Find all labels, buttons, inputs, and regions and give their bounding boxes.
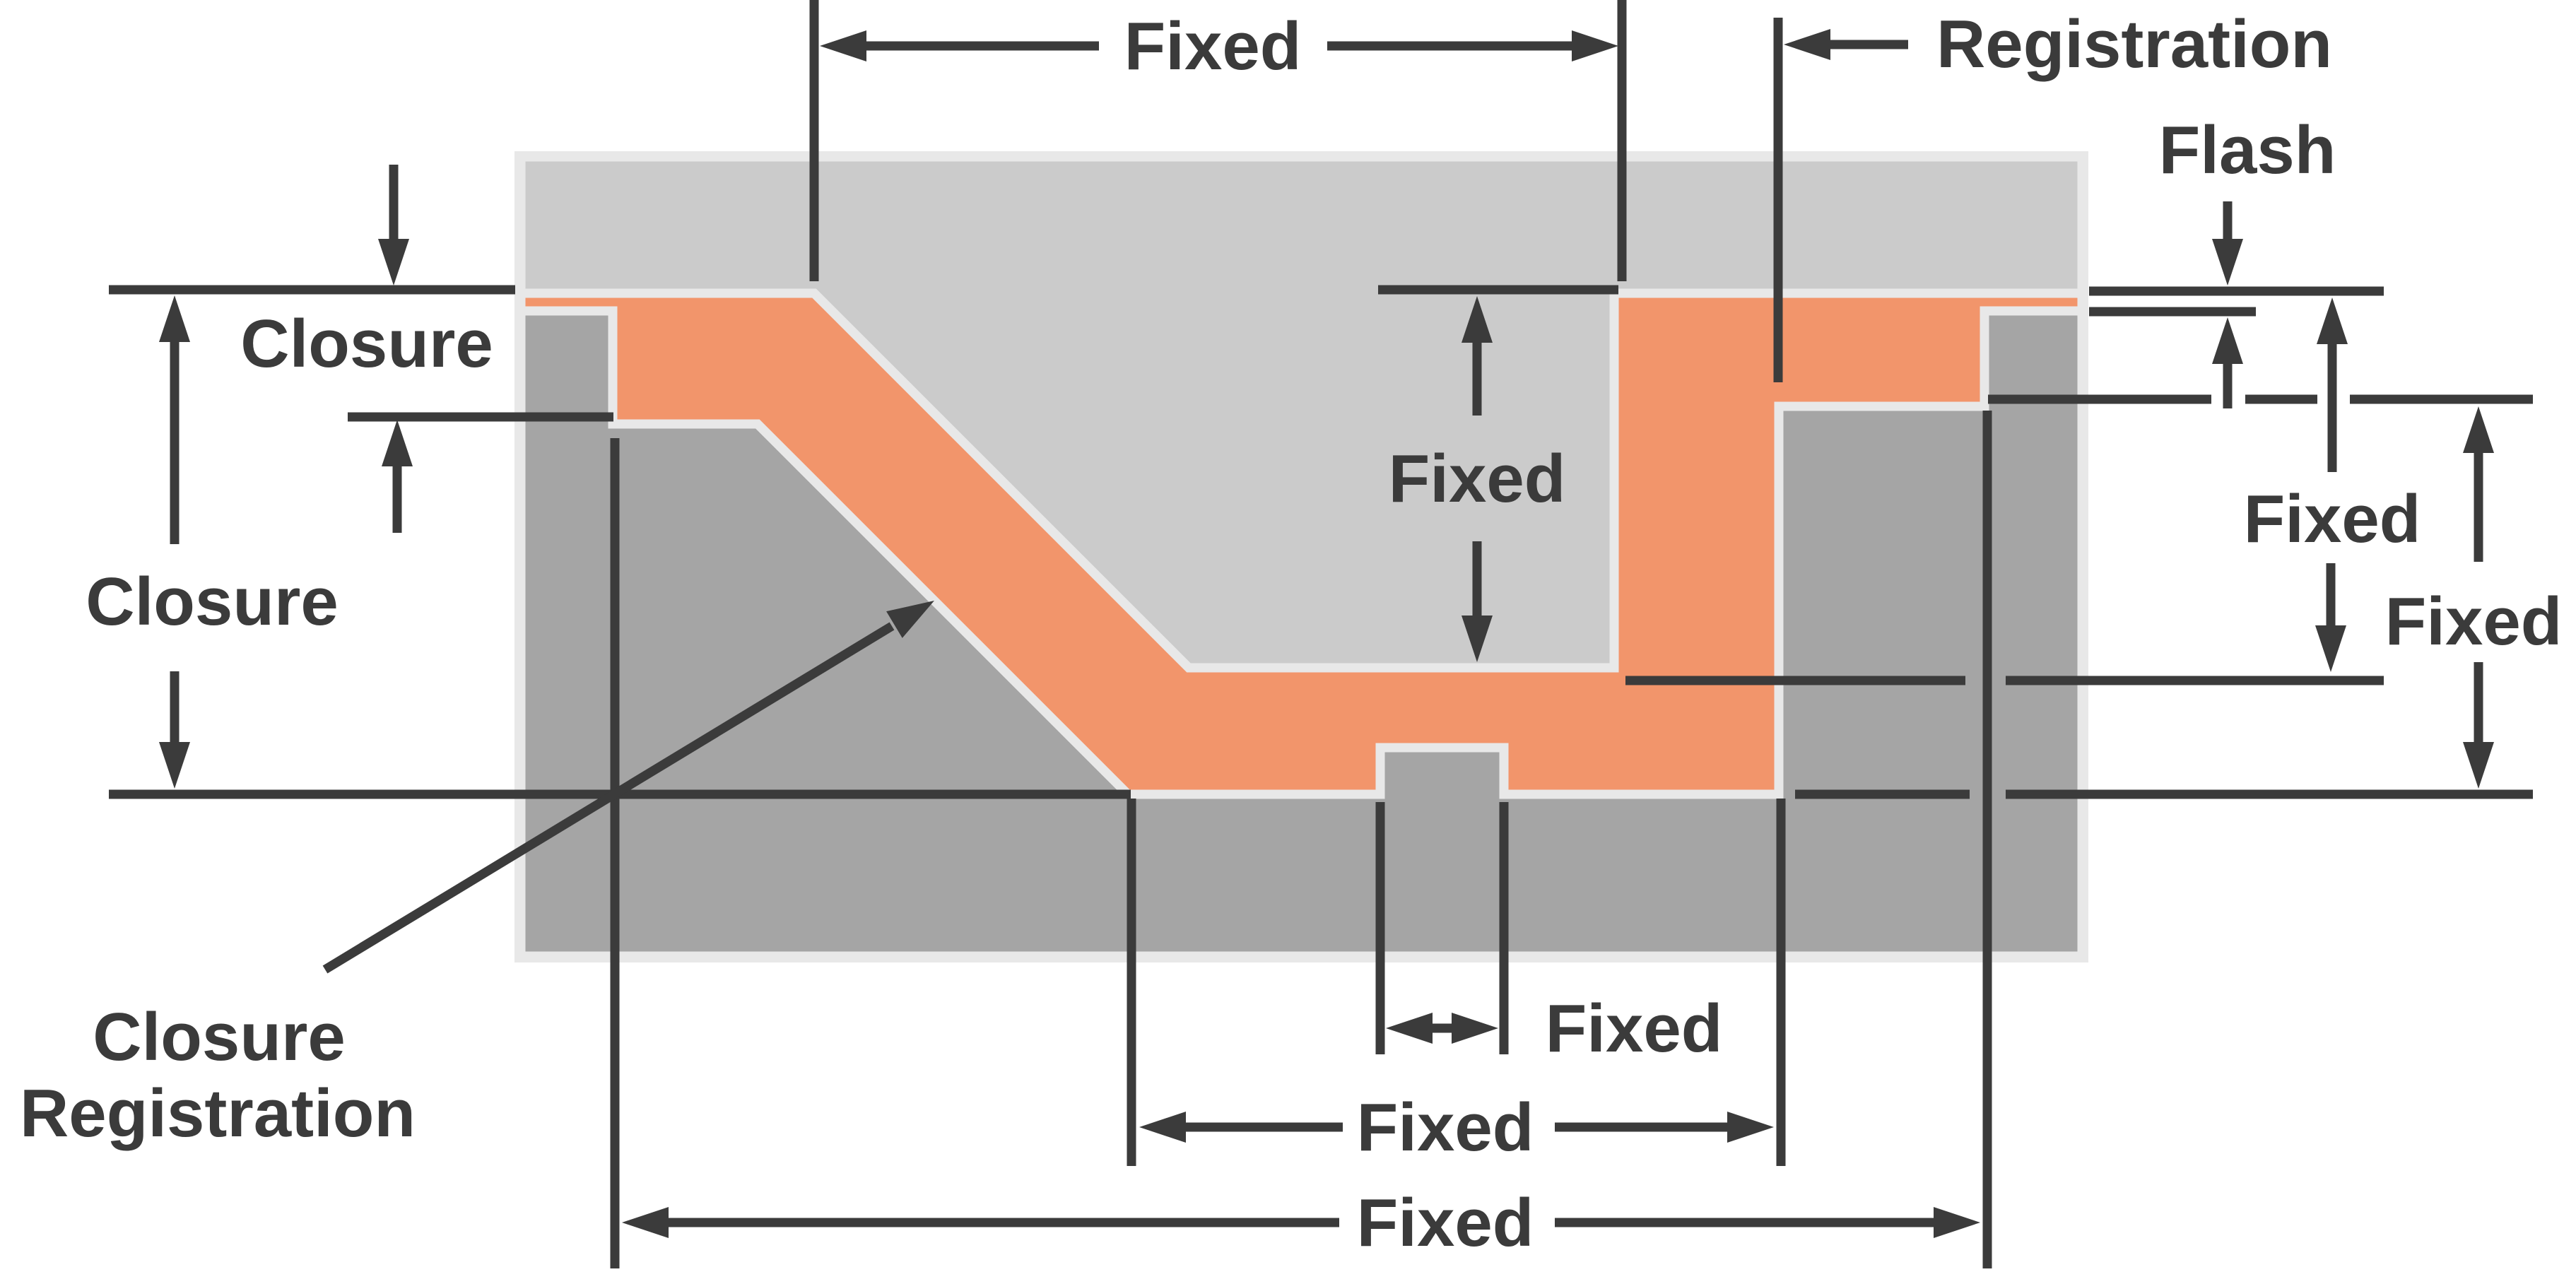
fixed-right-lower-down-arrowhead-icon [2463, 742, 2494, 789]
cavity-depth-up-arrowhead-icon [1462, 296, 1493, 343]
closure-registration-leader [322, 622, 895, 974]
label-fixed-top: Fixed [1124, 8, 1302, 84]
tab-width-left-arrowhead-icon [1386, 1013, 1433, 1044]
tab-width-right-arrowhead-icon [1452, 1013, 1498, 1044]
dimension-arrows [159, 29, 2494, 1238]
label-flash: Flash [2159, 112, 2336, 188]
mold-cross-section [514, 151, 2088, 962]
fixed-top-left-arrowhead-icon [820, 30, 866, 61]
label-fixed-cavity-depth: Fixed [1389, 441, 1566, 517]
label-registration: Registration [1936, 6, 2332, 82]
fixed-right-upper-up-arrowhead-icon [2317, 298, 2348, 344]
fixed-top-right-arrowhead-icon [1572, 30, 1618, 61]
label-fixed-bottom-middle: Fixed [1357, 1090, 1534, 1165]
registration-arrowhead-icon [1784, 29, 1830, 60]
closure-overall-down-arrowhead-icon [159, 742, 190, 789]
seal-cross-section [516, 288, 2087, 799]
flash-up-arrowhead-icon [2212, 317, 2243, 364]
label-fixed-right-lower: Fixed [2385, 584, 2563, 659]
closure-registration-arrowhead-icon [886, 601, 934, 638]
dimension-labels: Fixed Registration Flash Closure Closure… [20, 6, 2562, 1261]
label-fixed-tab-width: Fixed [1546, 991, 1723, 1066]
fixed-right-lower-up-arrowhead-icon [2463, 406, 2494, 453]
fixed-bottom-middle-left-arrowhead-icon [1139, 1112, 1186, 1143]
label-fixed-right-upper: Fixed [2244, 481, 2421, 557]
fixed-bottom-middle-right-arrowhead-icon [1727, 1112, 1774, 1143]
closure-step-arrowhead-icon [382, 420, 413, 466]
cavity-depth-down-arrowhead-icon [1462, 616, 1493, 662]
label-closure-registration-line2: Registration [20, 1076, 416, 1151]
label-closure-overall: Closure [86, 564, 338, 640]
label-closure-upper: Closure [240, 306, 493, 382]
flash-down-arrowhead-icon [2212, 239, 2243, 285]
label-closure-registration-line1: Closure [93, 999, 345, 1075]
fixed-right-upper-down-arrowhead-icon [2315, 625, 2346, 672]
label-fixed-bottom-overall: Fixed [1357, 1185, 1534, 1261]
closure-top-arrowhead-icon [378, 239, 409, 285]
fixed-bottom-overall-left-arrowhead-icon [622, 1207, 669, 1238]
closure-overall-up-arrowhead-icon [159, 295, 190, 342]
fixed-bottom-overall-right-arrowhead-icon [1934, 1207, 1980, 1238]
